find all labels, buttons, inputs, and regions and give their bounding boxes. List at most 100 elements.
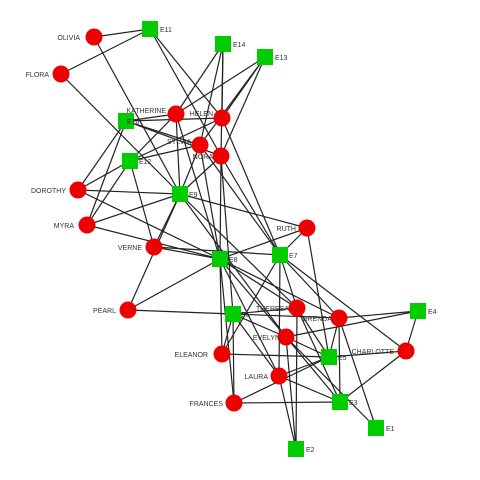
node-label-ruth: RUTH bbox=[277, 226, 296, 233]
event-node-e12[interactable] bbox=[122, 153, 138, 169]
edge-theresa-e2 bbox=[295, 307, 298, 450]
edge-olivia-e11 bbox=[93, 28, 151, 38]
node-label-e13: E13 bbox=[275, 55, 288, 62]
node-label-brenda: BRENDA bbox=[303, 316, 333, 323]
person-node-ruth[interactable] bbox=[298, 219, 316, 237]
edge-theresa-e9 bbox=[179, 193, 298, 309]
edge-helen-e7 bbox=[221, 117, 281, 256]
event-node-e9[interactable] bbox=[172, 186, 188, 202]
edge-nora-e7 bbox=[220, 155, 281, 256]
edge-dorothy-e12 bbox=[77, 160, 131, 191]
node-label-e14: E14 bbox=[233, 42, 246, 49]
node-label-e3: E3 bbox=[349, 400, 358, 407]
edge-katherine-e9 bbox=[175, 113, 181, 195]
edge-theresa-e7 bbox=[279, 254, 298, 309]
event-node-e14[interactable] bbox=[215, 36, 231, 52]
person-node-helen[interactable] bbox=[213, 109, 231, 127]
person-node-evelyn[interactable] bbox=[277, 328, 295, 346]
edge-nora-e14 bbox=[220, 43, 224, 157]
person-node-frances[interactable] bbox=[225, 394, 243, 412]
event-node-e2[interactable] bbox=[288, 441, 304, 457]
edge-sylvia-e13 bbox=[199, 56, 266, 146]
edge-olivia-e9 bbox=[93, 36, 181, 195]
edges-layer bbox=[60, 28, 419, 450]
edge-laura-e5 bbox=[278, 356, 330, 377]
person-node-charlotte[interactable] bbox=[397, 342, 415, 360]
node-label-theresa: THERESA bbox=[256, 306, 289, 313]
edge-laura-e7 bbox=[278, 254, 281, 377]
edge-eleanor-e7 bbox=[221, 254, 281, 355]
edge-evelyn-e1 bbox=[285, 336, 377, 429]
edge-evelyn-e4 bbox=[285, 310, 419, 338]
event-node-e6[interactable] bbox=[225, 306, 241, 322]
node-label-dorothy: DOROTHY bbox=[31, 188, 66, 195]
edge-frances-e8 bbox=[219, 258, 235, 404]
person-node-olivia[interactable] bbox=[85, 28, 103, 46]
edge-brenda-e6 bbox=[232, 313, 340, 319]
edge-laura-e2 bbox=[278, 375, 297, 450]
node-label-flora: FLORA bbox=[26, 72, 50, 79]
edge-myra-e12 bbox=[86, 160, 131, 226]
person-node-laura[interactable] bbox=[270, 367, 288, 385]
edge-brenda-e4 bbox=[338, 310, 419, 319]
node-label-katherine: KATHERINE bbox=[126, 108, 166, 115]
event-node-e11[interactable] bbox=[142, 21, 158, 37]
person-node-katherine[interactable] bbox=[167, 105, 185, 123]
edge-evelyn-e6 bbox=[232, 313, 287, 338]
edge-sylvia-e12 bbox=[129, 144, 201, 162]
edge-katherine-e13 bbox=[175, 56, 266, 115]
edge-theresa-e8 bbox=[219, 258, 298, 309]
event-node-e4[interactable] bbox=[410, 303, 426, 319]
edge-dorothy-e8 bbox=[77, 189, 221, 260]
edge-katherine-e14 bbox=[175, 43, 224, 115]
edge-nora-e8 bbox=[219, 155, 222, 260]
edge-eleanor-e5 bbox=[221, 353, 330, 358]
person-node-sylvia[interactable] bbox=[191, 136, 209, 154]
person-node-eleanor[interactable] bbox=[213, 345, 231, 363]
person-node-verne[interactable] bbox=[145, 238, 163, 256]
event-node-e3[interactable] bbox=[332, 394, 348, 410]
edge-verne-e8 bbox=[153, 246, 221, 260]
edge-sylvia-e9 bbox=[179, 144, 201, 195]
node-label-e8: E8 bbox=[229, 257, 238, 264]
event-node-e8[interactable] bbox=[212, 251, 228, 267]
node-label-helen: HELEN bbox=[190, 111, 213, 118]
person-node-dorothy[interactable] bbox=[69, 181, 87, 199]
edge-frances-e3 bbox=[233, 401, 341, 404]
event-node-e7[interactable] bbox=[272, 247, 288, 263]
nodes-layer bbox=[52, 21, 426, 457]
node-label-verne: VERNE bbox=[118, 245, 142, 252]
edge-katherine-e8 bbox=[175, 113, 221, 260]
edge-ruth-e9 bbox=[179, 193, 308, 229]
person-node-myra[interactable] bbox=[78, 216, 96, 234]
node-label-sylvia: SYLVIA bbox=[167, 139, 191, 146]
person-node-theresa[interactable] bbox=[288, 299, 306, 317]
person-node-nora[interactable] bbox=[212, 147, 230, 165]
event-node-e1[interactable] bbox=[368, 420, 384, 436]
event-node-e13[interactable] bbox=[257, 49, 273, 65]
edge-helen-e11 bbox=[149, 28, 223, 119]
event-node-e10[interactable] bbox=[118, 113, 134, 129]
edge-brenda-e1 bbox=[338, 317, 377, 429]
edge-myra-e9 bbox=[86, 193, 181, 226]
node-label-olivia: OLIVIA bbox=[57, 35, 80, 42]
edge-ruth-e5 bbox=[306, 227, 330, 358]
node-label-e10: E10 bbox=[127, 119, 140, 126]
edge-charlotte-e3 bbox=[339, 350, 407, 403]
edge-flora-e11 bbox=[60, 28, 151, 75]
node-label-e4: E4 bbox=[428, 309, 437, 316]
edge-evelyn-e9 bbox=[179, 193, 287, 338]
edge-theresa-e6 bbox=[232, 307, 298, 315]
edge-brenda-e3 bbox=[338, 317, 341, 403]
edge-evelyn-e3 bbox=[285, 336, 341, 403]
edge-nora-e13 bbox=[220, 56, 266, 157]
edge-dorothy-e9 bbox=[77, 189, 181, 195]
event-node-e5[interactable] bbox=[321, 349, 337, 365]
edge-theresa-e3 bbox=[296, 307, 341, 403]
node-label-e7: E7 bbox=[289, 253, 298, 260]
person-node-pearl[interactable] bbox=[119, 301, 137, 319]
person-node-brenda[interactable] bbox=[330, 309, 348, 327]
person-node-flora[interactable] bbox=[52, 65, 70, 83]
node-label-pearl: PEARL bbox=[93, 308, 116, 315]
edge-nora-e11 bbox=[149, 28, 222, 157]
